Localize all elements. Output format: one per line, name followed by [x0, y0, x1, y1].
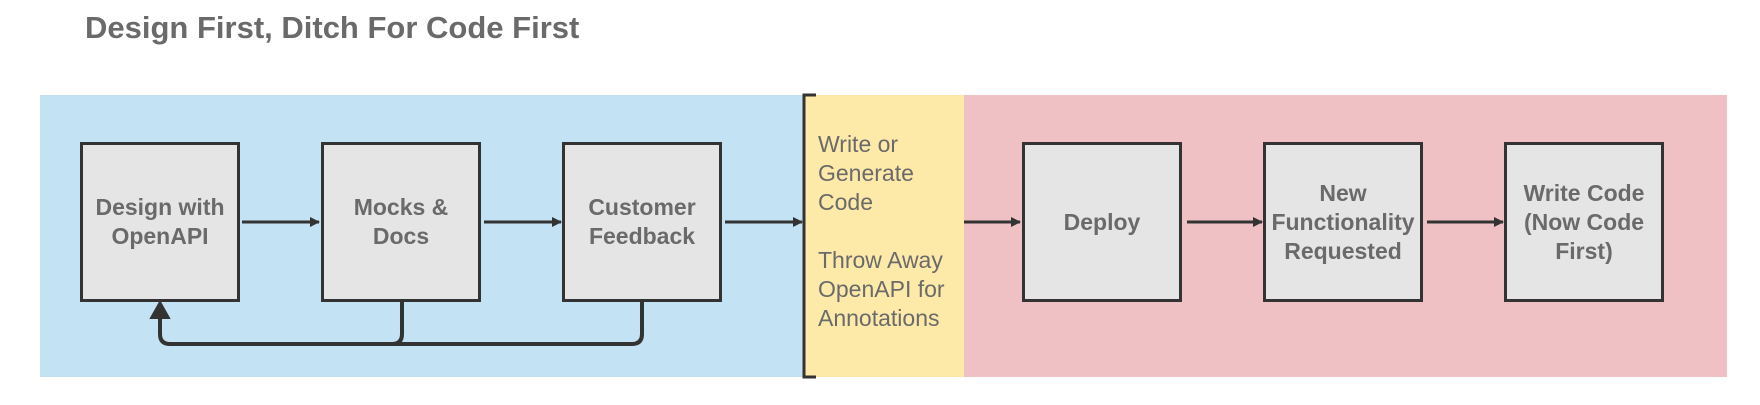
note-line: Write or: [818, 131, 899, 157]
note-line: Throw Away: [818, 247, 943, 273]
transition-zone: [804, 95, 964, 377]
note-spacer: [818, 217, 958, 246]
node-write-code-now-code-first: Write Code (Now Code First): [1504, 142, 1664, 302]
note-line: Annotations: [818, 305, 940, 331]
note-line: OpenAPI for: [818, 276, 945, 302]
node-deploy: Deploy: [1022, 142, 1182, 302]
diagram-title: Design First, Ditch For Code First: [85, 10, 580, 45]
node-design-with-openapi: Design with OpenAPI: [80, 142, 240, 302]
node-customer-feedback: Customer Feedback: [562, 142, 722, 302]
node-new-functionality-requested: New Functionality Requested: [1263, 142, 1423, 302]
node-mocks-docs: Mocks & Docs: [321, 142, 481, 302]
note-line: Generate: [818, 160, 914, 186]
note-line: Code: [818, 189, 873, 215]
transition-note: Write or Generate Code Throw Away OpenAP…: [818, 130, 958, 333]
